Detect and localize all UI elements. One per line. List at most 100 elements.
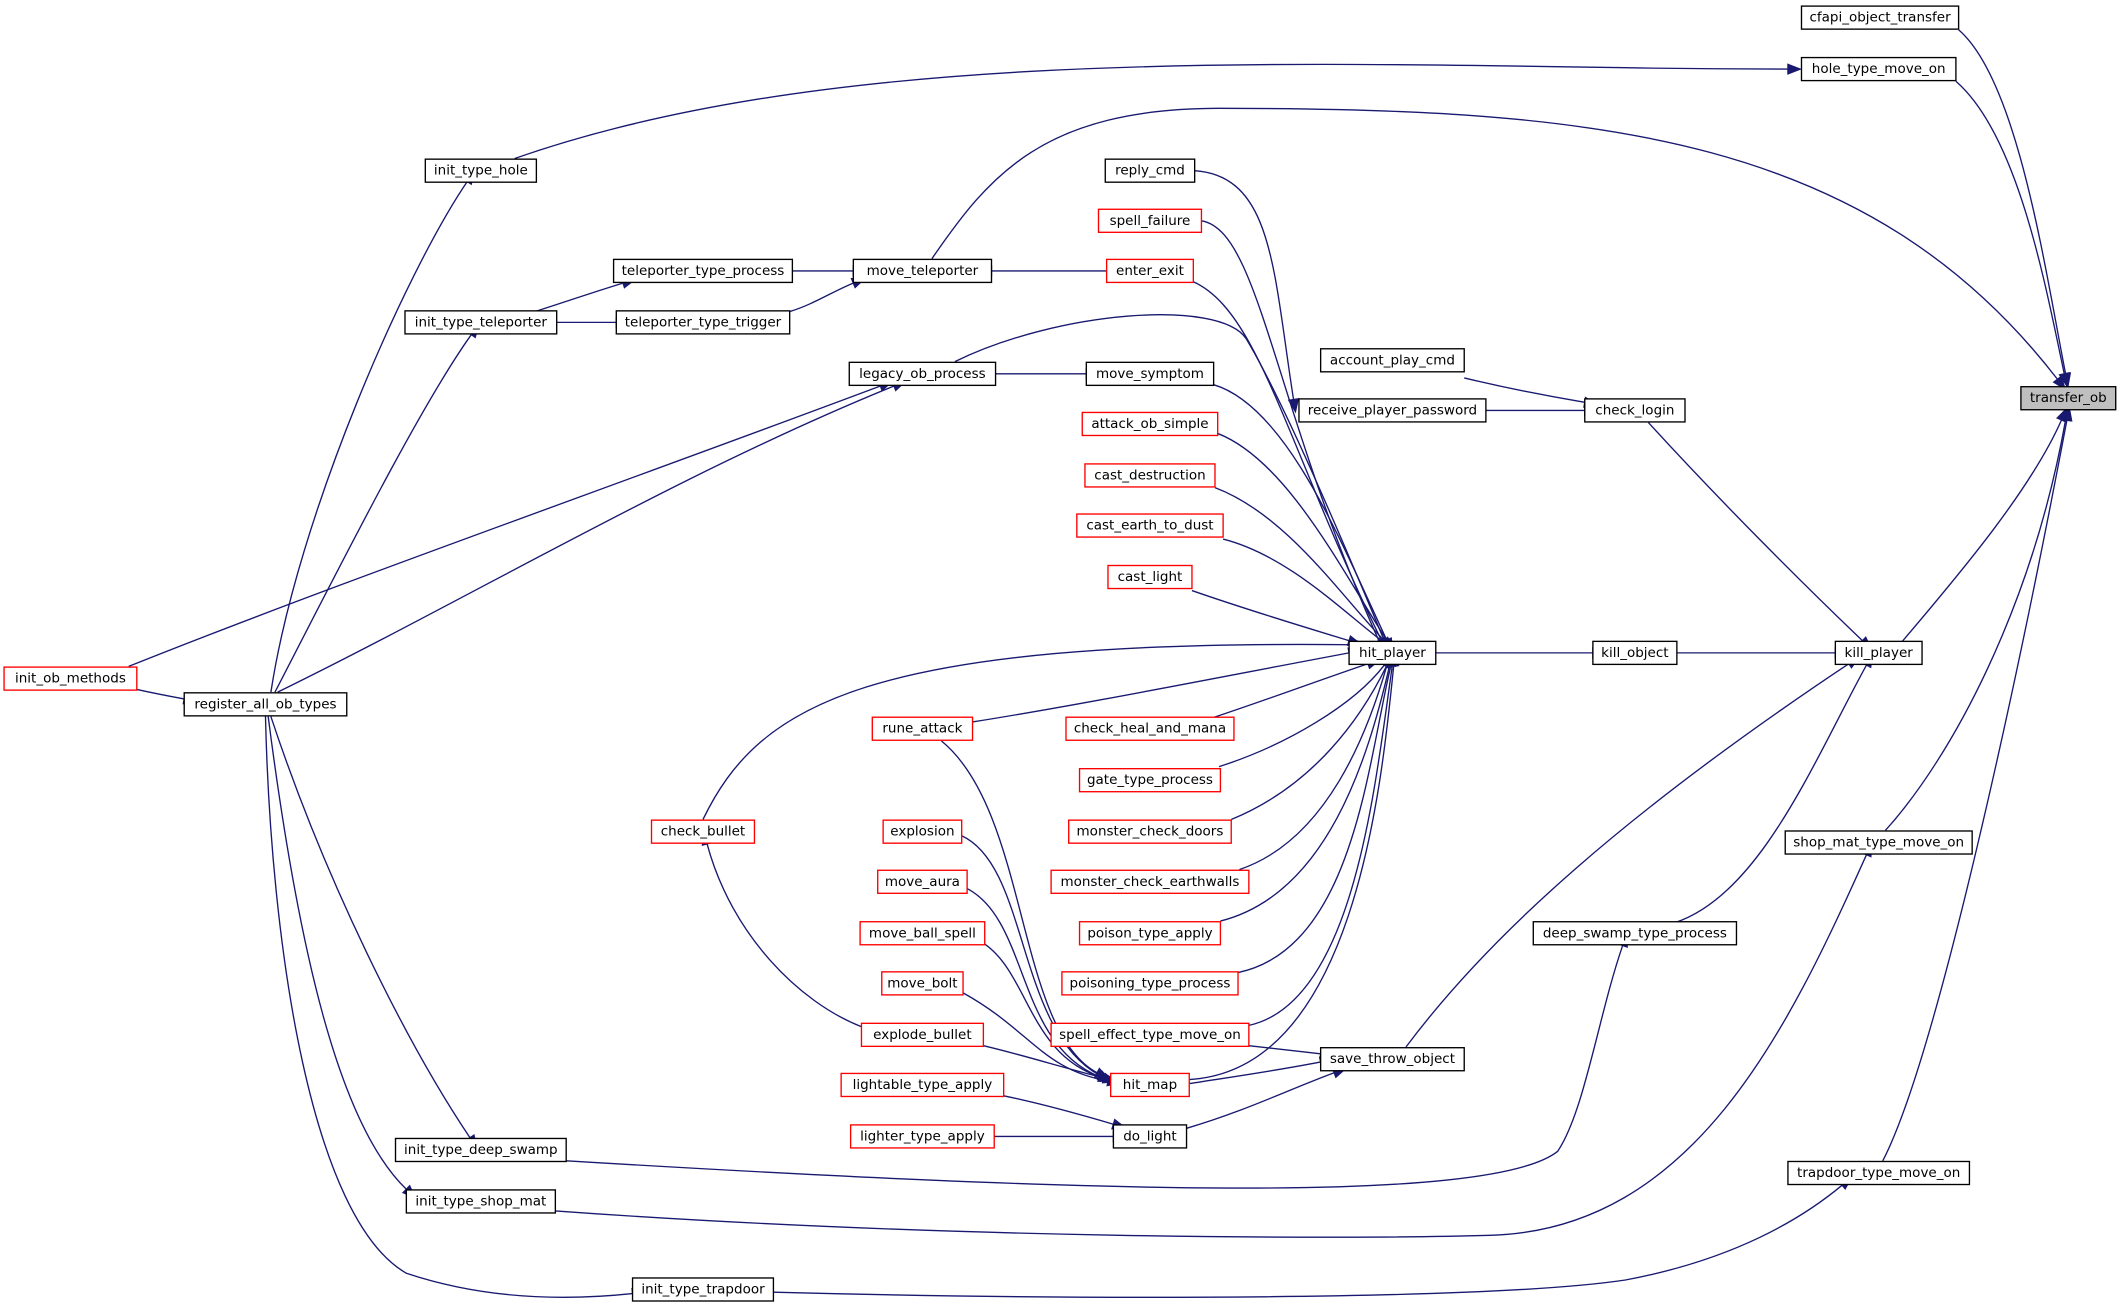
call-edge <box>277 380 907 693</box>
node-cast-earth-to-dust[interactable]: cast_earth_to_dust <box>1076 513 1224 538</box>
node-move-symptom[interactable]: move_symptom <box>1085 361 1215 387</box>
call-edge <box>1882 406 2073 1162</box>
node-label: check_login <box>1595 402 1674 418</box>
call-edge <box>984 943 1118 1084</box>
edge-line <box>1248 664 1394 1027</box>
edge-line <box>962 992 1109 1082</box>
node-init-ob-methods[interactable]: init_ob_methods <box>3 666 138 691</box>
node-save-throw-object[interactable]: save_throw_object <box>1319 1047 1465 1072</box>
node-label: move_ball_spell <box>869 925 976 941</box>
node-cast-light[interactable]: cast_light <box>1107 564 1193 590</box>
node-label: move_aura <box>885 874 960 890</box>
function-nodes: transfer_ob cfapi_object_transfer hole_typ… <box>3 5 2117 1302</box>
node-attack-ob-simple[interactable]: attack_ob_simple <box>1081 411 1219 437</box>
node-gate-type-process[interactable]: gate_type_process <box>1078 768 1222 793</box>
node-register-all-ob-types[interactable]: register_all_ob_types <box>183 692 348 717</box>
node-box <box>1065 716 1235 741</box>
node-teleporter-type-process[interactable]: teleporter_type_process <box>612 258 794 284</box>
node-box <box>882 819 963 844</box>
call-edge <box>534 277 637 313</box>
node-monster-check-doors[interactable]: monster_check_doors <box>1068 819 1232 844</box>
node-box <box>881 971 964 996</box>
node-label: trapdoor_type_move_on <box>1797 1165 1960 1181</box>
node-poisoning-type-process[interactable]: poisoning_type_process <box>1061 971 1239 996</box>
node-check-bullet[interactable]: check_bullet <box>650 819 756 844</box>
edge-line <box>1884 419 2067 831</box>
node-label: do_light <box>1123 1128 1177 1144</box>
node-move-teleporter[interactable]: move_teleporter <box>852 258 993 284</box>
node-cast-destruction[interactable]: cast_destruction <box>1084 463 1216 488</box>
node-monster-check-earthwalls[interactable]: monster_check_earthwalls <box>1050 869 1250 894</box>
node-kill-object[interactable]: kill_object <box>1592 640 1678 666</box>
edge-line <box>534 282 624 313</box>
node-label: move_symptom <box>1096 366 1204 382</box>
node-init-type-hole[interactable]: init_type_hole <box>424 158 538 183</box>
node-cfapi-object-transfer[interactable]: cfapi_object_transfer <box>1800 5 1960 30</box>
node-init-type-deep-swamp[interactable]: init_type_deep_swamp <box>394 1137 567 1163</box>
node-account-play-cmd[interactable]: account_play_cmd <box>1319 348 1465 373</box>
node-box <box>2020 386 2117 411</box>
node-poison-type-apply[interactable]: poison_type_apply <box>1078 921 1222 946</box>
call-edge <box>267 716 417 1199</box>
edge-line <box>128 385 881 668</box>
node-move-aura[interactable]: move_aura <box>877 869 968 894</box>
node-label: init_type_deep_swamp <box>404 1142 558 1158</box>
node-hit-map[interactable]: hit_map <box>1110 1072 1190 1098</box>
node-label: hit_map <box>1123 1077 1177 1093</box>
node-teleporter-type-trigger[interactable]: teleporter_type_trigger <box>615 310 791 335</box>
edge-line <box>972 652 1350 723</box>
edge-line <box>1222 538 1383 642</box>
node-label: move_bolt <box>887 975 957 991</box>
node-enter-exit[interactable]: enter_exit <box>1105 258 1194 284</box>
node-explosion[interactable]: explosion <box>882 819 963 844</box>
edge-line <box>1214 486 1385 642</box>
node-label: receive_player_password <box>1308 402 1477 418</box>
node-label: cast_earth_to_dust <box>1086 518 1213 534</box>
node-check-login[interactable]: check_login <box>1584 398 1686 423</box>
node-do-light[interactable]: do_light <box>1112 1124 1188 1149</box>
edge-line <box>961 835 1101 1077</box>
call-edge <box>1217 432 1395 653</box>
node-explode-bullet[interactable]: explode_bullet <box>860 1022 985 1048</box>
node-check-heal-and-mana[interactable]: check_heal_and_mana <box>1065 716 1235 741</box>
edge-line <box>1230 664 1388 821</box>
node-hole-type-move-on[interactable]: hole_type_move_on <box>1800 56 1957 82</box>
node-box <box>1834 640 1923 666</box>
node-reply-cmd[interactable]: reply_cmd <box>1104 158 1196 183</box>
call-edge <box>702 639 1369 820</box>
node-box <box>1800 56 1957 82</box>
node-label: init_type_trapdoor <box>641 1281 765 1297</box>
node-lightable-type-apply[interactable]: lightable_type_apply <box>840 1072 1005 1098</box>
node-box <box>1097 208 1203 233</box>
node-trapdoor-type-move-on[interactable]: trapdoor_type_move_on <box>1787 1160 1971 1186</box>
node-box <box>615 310 791 335</box>
node-label: attack_ob_simple <box>1091 416 1208 432</box>
arrowhead-icon <box>1287 398 1300 414</box>
node-box <box>424 158 538 183</box>
node-legacy-ob-process[interactable]: legacy_ob_process <box>848 361 997 387</box>
call-edge <box>972 647 1363 723</box>
node-deep-swamp-type-process[interactable]: deep_swamp_type_process <box>1532 921 1738 946</box>
node-label: account_play_cmd <box>1330 352 1455 368</box>
node-box <box>1081 411 1219 437</box>
node-kill-player[interactable]: kill_player <box>1834 640 1923 666</box>
node-box <box>1104 158 1196 183</box>
node-label: check_heal_and_mana <box>1074 721 1226 737</box>
node-receive-player-password[interactable]: receive_player_password <box>1298 398 1487 423</box>
node-init-type-trapdoor[interactable]: init_type_trapdoor <box>631 1277 775 1302</box>
node-init-type-teleporter[interactable]: init_type_teleporter <box>404 310 558 335</box>
node-move-ball-spell[interactable]: move_ball_spell <box>859 921 986 946</box>
node-spell-effect-type-move-on[interactable]: spell_effect_type_move_on <box>1050 1022 1250 1048</box>
node-spell-failure[interactable]: spell_failure <box>1097 208 1203 233</box>
call-edge <box>1675 652 1874 924</box>
node-label: move_teleporter <box>867 263 979 279</box>
node-shop-mat-type-move-on[interactable]: shop_mat_type_move_on <box>1784 830 1973 855</box>
node-init-type-shop-mat[interactable]: init_type_shop_mat <box>405 1189 557 1214</box>
node-transfer-ob[interactable]: transfer_ob <box>2020 386 2117 411</box>
node-rune-attack[interactable]: rune_attack <box>871 716 974 741</box>
node-hit-player[interactable]: hit_player <box>1348 640 1437 666</box>
node-lighter-type-apply[interactable]: lighter_type_apply <box>849 1124 995 1149</box>
edge-line <box>1237 664 1392 974</box>
node-move-bolt[interactable]: move_bolt <box>881 971 964 996</box>
edge-line <box>1248 1044 1321 1055</box>
